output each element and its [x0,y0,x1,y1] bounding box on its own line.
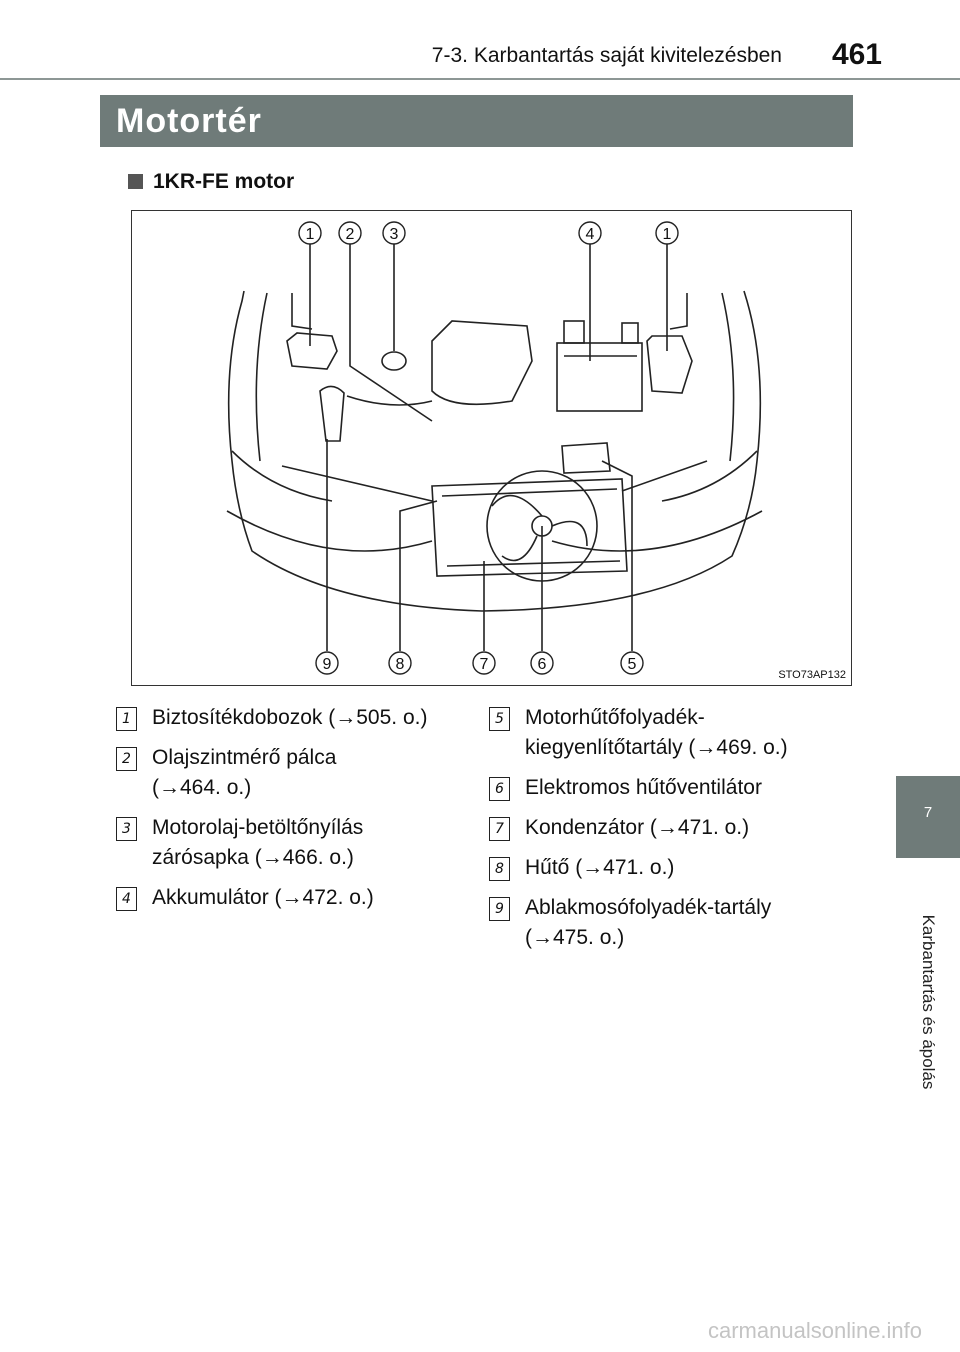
legend-item: 3 Motorolaj-betöltőnyílás zárósapka (→466… [116,813,427,873]
legend-text: Motorhűtőfolyadék- [525,706,705,729]
callout-bottom-3-label: 7 [480,656,489,673]
legend-left-column: 1 Biztosítékdobozok (→505. o.) 2 Olajszi… [116,703,427,923]
chapter-tab: 7 [896,776,960,858]
callout-top-1: 1 [298,221,322,245]
callout-bottom-5-label: 5 [628,656,637,673]
callout-bottom-4: 6 [530,651,554,675]
callout-top-3-label: 3 [390,226,399,243]
oil-filler-cap [381,351,407,371]
legend-item: 5 Motorhűtőfolyadék-kiegyenlítőtartály (… [489,703,788,763]
callout-bottom-4-label: 6 [538,656,547,673]
running-header-title: 7-3. Karbantartás saját kivitelezésben [431,44,782,67]
callout-bottom-1-label: 9 [323,656,332,673]
legend-item: 6 Elektromos hűtőventilátor [489,773,788,803]
legend-text: Biztosítékdobozok (→505. o.) [152,706,428,729]
legend-text: Olajszintmérő pálca [152,746,337,769]
legend-number: 2 [116,747,137,771]
callout-bottom-5: 5 [620,651,644,675]
legend-number: 9 [489,897,510,921]
header-divider [0,78,960,80]
callout-top-5: 1 [655,221,679,245]
legend-text: Akkumulátor (→472. o.) [152,886,374,909]
coolant-reservoir [561,442,611,474]
chapter-number: 7 [923,804,933,821]
legend-text: Elektromos hűtőventilátor [525,776,762,799]
callout-top-5-label: 1 [663,226,672,243]
legend-number: 3 [116,817,137,841]
callout-bottom-1: 9 [315,651,339,675]
page-number: 461 [831,38,882,71]
legend-number: 5 [489,707,510,731]
figure-code: STO73AP132 [778,669,846,681]
callout-bottom-2: 8 [388,651,412,675]
legend-text: Ablakmosófolyadék-tartály [525,896,772,919]
legend-text: (→464. o.) [152,776,252,799]
radiator [431,478,628,577]
engine-compartment-figure: 1 2 3 4 1 9 8 [131,210,852,686]
legend-text: kiegyenlítőtartály (→469. o.) [525,736,788,759]
page-header: 7-3. Karbantartás saját kivitelezésben 4… [0,0,960,80]
legend-text: (→475. o.) [525,926,625,949]
page-title: Motortér [116,102,262,140]
legend-number: 1 [116,707,137,731]
callout-bottom-2-label: 8 [396,656,405,673]
legend-item: 4 Akkumulátor (→472. o.) [116,883,427,913]
legend-text: Hűtő (→471. o.) [525,856,675,879]
callout-bottom-3: 7 [472,651,496,675]
legend-text: Motorolaj-betöltőnyílás [152,816,364,839]
fuse-box-left [286,332,338,370]
legend-item: 1 Biztosítékdobozok (→505. o.) [116,703,427,733]
washer-tank [319,385,345,442]
legend-item: 8 Hűtő (→471. o.) [489,853,788,883]
legend-number: 6 [489,777,510,801]
engine-illustration: 1 2 3 4 1 9 8 [226,221,763,675]
legend-right-column: 5 Motorhűtőfolyadék-kiegyenlítőtartály (… [489,703,788,963]
legend-number: 4 [116,887,137,911]
chapter-label: Karbantartás és ápolás [919,914,938,1090]
legend-item: 9 Ablakmosófolyadék-tartály (→475. o.) [489,893,788,953]
callout-top-1-label: 1 [306,226,315,243]
battery [556,342,643,412]
legend-item: 2 Olajszintmérő pálca (→464. o.) [116,743,427,803]
callout-top-4-label: 4 [586,226,595,243]
legend-text: zárósapka (→466. o.) [152,846,354,869]
callout-top-3: 3 [382,221,406,245]
watermark: carmanualsonline.info [708,1318,923,1343]
legend-text: Kondenzátor (→471. o.) [525,816,750,839]
legend-number: 7 [489,817,510,841]
square-bullet-icon [128,174,143,189]
callout-top-2-label: 2 [346,226,355,243]
title-band: Motortér [100,95,853,147]
engine-cover [431,320,533,406]
car-body-outline [227,290,762,612]
section-heading-text: 1KR-FE motor [153,170,295,193]
section-heading: 1KR-FE motor [128,170,294,194]
legend-number: 8 [489,857,510,881]
legend-item: 7 Kondenzátor (→471. o.) [489,813,788,843]
callout-top-4: 4 [578,221,602,245]
fuse-box-right [646,335,693,394]
callout-top-2: 2 [338,221,362,245]
